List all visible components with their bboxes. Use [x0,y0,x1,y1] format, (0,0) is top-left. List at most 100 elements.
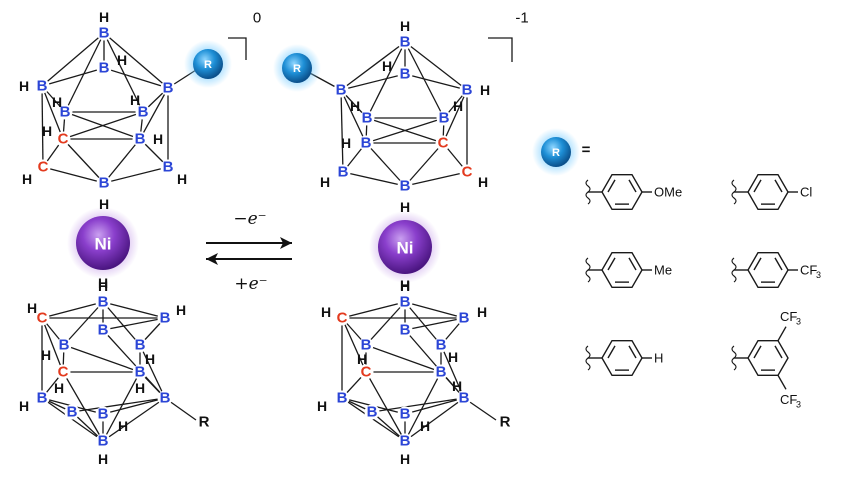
hydrogen-atom: H [382,58,392,74]
bond [371,397,465,413]
cluster-bonds [41,32,497,442]
atom-halo [397,433,413,449]
atom-halo [57,104,73,120]
atom-halo [96,60,112,76]
hydrogen-atom: H [400,18,410,34]
boron-atom: B [160,310,171,327]
boron-atom: B [400,34,411,51]
upper-left-bond [41,85,44,168]
aryl-cl-double-bond [753,179,762,193]
atom-halo [333,82,349,98]
atom-halo [397,322,413,338]
upper-left-bond [103,166,169,184]
lower-right-bond [404,301,442,346]
aryl-bis-cf3-meta-label: CF [780,309,797,324]
bond [102,397,166,415]
boron-atom: B [337,390,348,407]
upper-right-bond [404,73,468,91]
lower-left-bond [139,344,166,399]
aryl-bis-cf3-meta-bond [777,374,787,390]
upper-left-bond [64,32,105,113]
atom-halo [433,364,449,380]
atom-halo [160,80,176,96]
lower-left-bond [102,317,166,331]
lower-right-bond [404,371,442,442]
atom-halo [34,390,50,406]
wavy-attachment-icon [731,345,737,371]
upper-left-bond [139,87,169,140]
atom-halo [436,110,452,126]
atom-halo [334,390,350,406]
boron-atom: B [459,390,470,407]
nickel-atom-right-label: Ni [397,239,414,258]
atom-halo [96,175,112,191]
lower-right-bond [341,317,367,373]
boron-atom: B [163,159,174,176]
bridging-hydrogen: H [400,277,410,293]
upper-right-bond [340,89,344,173]
boron-atom: B [439,110,450,127]
charge-neutral: 0 [253,10,261,27]
wavy-attachment-icon [585,179,591,205]
aryl-bis-cf3-double-bond [753,345,762,359]
lower-left-bond [63,301,104,346]
boron-atom: B [367,404,378,421]
atom-halo [358,364,374,380]
boron-atom: B [135,131,146,148]
oxidation-label: −e⁻ [233,209,266,229]
atom-halo [456,390,472,406]
upper-left-bond [103,67,169,89]
hydrogen-atom: H [153,131,163,147]
reduction-arrowhead [206,253,218,265]
carbon-atom: C [462,164,473,181]
upper-right-bond [404,171,468,187]
upper-left-bond [103,32,144,113]
carbon-atom: C [337,310,348,327]
atom-halo [157,390,173,406]
hydrogen-atom: H [41,347,51,363]
atom-halo [335,164,351,180]
boron-atom: B [138,104,149,121]
upper-left-bond [42,166,105,184]
reduction-label: +e⁻ [234,274,267,294]
wavy-attachment-icon [731,257,737,283]
atom-halo [135,104,151,120]
lower-right-bond [365,344,442,373]
hydrogen-atom: H [117,52,127,68]
aryl-cl-double-bond [774,179,783,193]
boron-atom: B [135,337,146,354]
hydrogen-atom: H [420,418,430,434]
hydrogen-atom: H [321,304,331,320]
hydrogen-atom: H [177,171,187,187]
upper-left-bond [62,138,105,184]
lower-right-bond [341,301,406,319]
atom-halo [358,135,374,151]
atom-halo [55,364,71,380]
boron-atom: B [67,404,78,421]
aryl-bis-cf3-meta-label: CF [780,392,797,407]
aryl-h-para-label: H [654,351,663,366]
upper-left-bond [103,138,141,184]
atom-halo [459,164,475,180]
hydrogen-atom: H [130,92,140,108]
upper-left-bond [41,67,105,87]
lower-left-bond [62,371,104,442]
aryl-ome-double-bond [628,179,637,193]
boron-atom: B [400,294,411,311]
lower-left-bond [102,371,141,442]
lower-right-bond [404,301,465,319]
boron-atom: B [336,82,347,99]
atom-halo [132,337,148,353]
atom-halo [459,82,475,98]
lower-right-bond [341,397,406,442]
boron-atom: B [400,178,411,195]
r-group-label: R [500,414,511,431]
upper-right-bond [404,41,445,119]
hydrogen-atom: H [118,418,128,434]
nickel-atom-right [378,220,432,274]
carbon-atom: C [361,364,372,381]
atom-halo [433,337,449,353]
